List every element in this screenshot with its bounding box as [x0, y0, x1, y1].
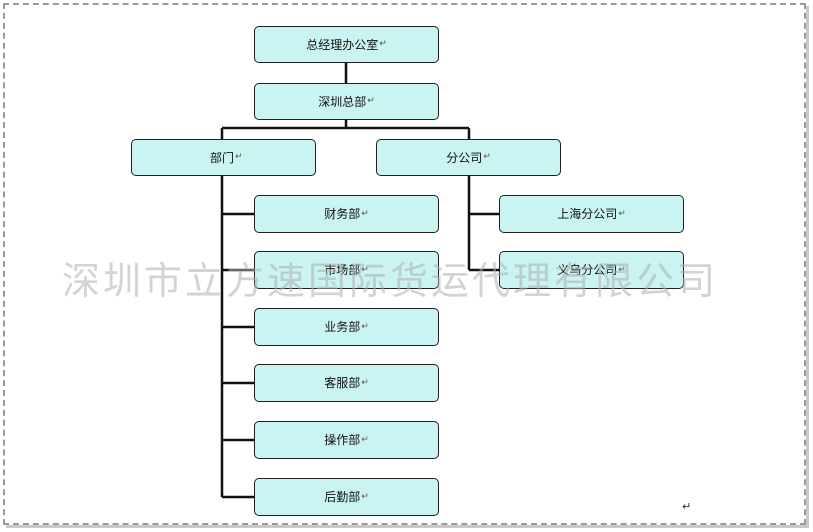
node-label: 财务部 — [324, 207, 361, 221]
return-mark: ↵ — [379, 39, 387, 49]
node-label: 后勤部 — [324, 490, 361, 504]
page-border — [3, 3, 806, 525]
node-label: 深圳总部 — [318, 94, 367, 109]
node-gm-office: 总经理办公室↵ — [254, 26, 439, 63]
node-operations: 操作部↵ — [254, 421, 439, 459]
return-mark: ↵ — [618, 264, 626, 275]
node-label: 义乌分公司 — [557, 263, 618, 277]
node-label: 总经理办公室 — [306, 37, 379, 52]
return-mark: ↵ — [361, 208, 369, 219]
node-label: 客服部 — [324, 376, 361, 390]
return-mark: ↵ — [361, 434, 369, 445]
node-yiwu-branch: 义乌分公司↵ — [499, 251, 684, 289]
node-finance: 财务部↵ — [254, 195, 439, 233]
node-logistics: 后勤部↵ — [254, 478, 439, 516]
node-departments: 部门↵ — [131, 139, 316, 176]
return-mark: ↵ — [235, 152, 243, 162]
node-marketing: 市场部↵ — [254, 251, 439, 289]
node-label: 分公司 — [446, 150, 483, 165]
node-label: 部门 — [210, 150, 235, 165]
return-mark: ↵ — [361, 264, 369, 275]
text-cursor-mark: ↵ — [682, 500, 692, 513]
return-mark: ↵ — [483, 152, 491, 162]
node-label: 业务部 — [324, 320, 361, 334]
return-mark: ↵ — [361, 491, 369, 502]
node-label: 市场部 — [324, 263, 361, 277]
node-business: 业务部↵ — [254, 308, 439, 346]
return-mark: ↵ — [361, 377, 369, 388]
return-mark: ↵ — [618, 208, 626, 219]
node-branches: 分公司↵ — [376, 139, 561, 176]
node-customer-service: 客服部↵ — [254, 364, 439, 402]
return-mark: ↵ — [367, 96, 375, 106]
node-label: 操作部 — [324, 433, 361, 447]
node-shenzhen-hq: 深圳总部↵ — [254, 83, 439, 120]
node-label: 上海分公司 — [557, 207, 618, 221]
node-shanghai-branch: 上海分公司↵ — [499, 195, 684, 233]
return-mark: ↵ — [361, 321, 369, 332]
